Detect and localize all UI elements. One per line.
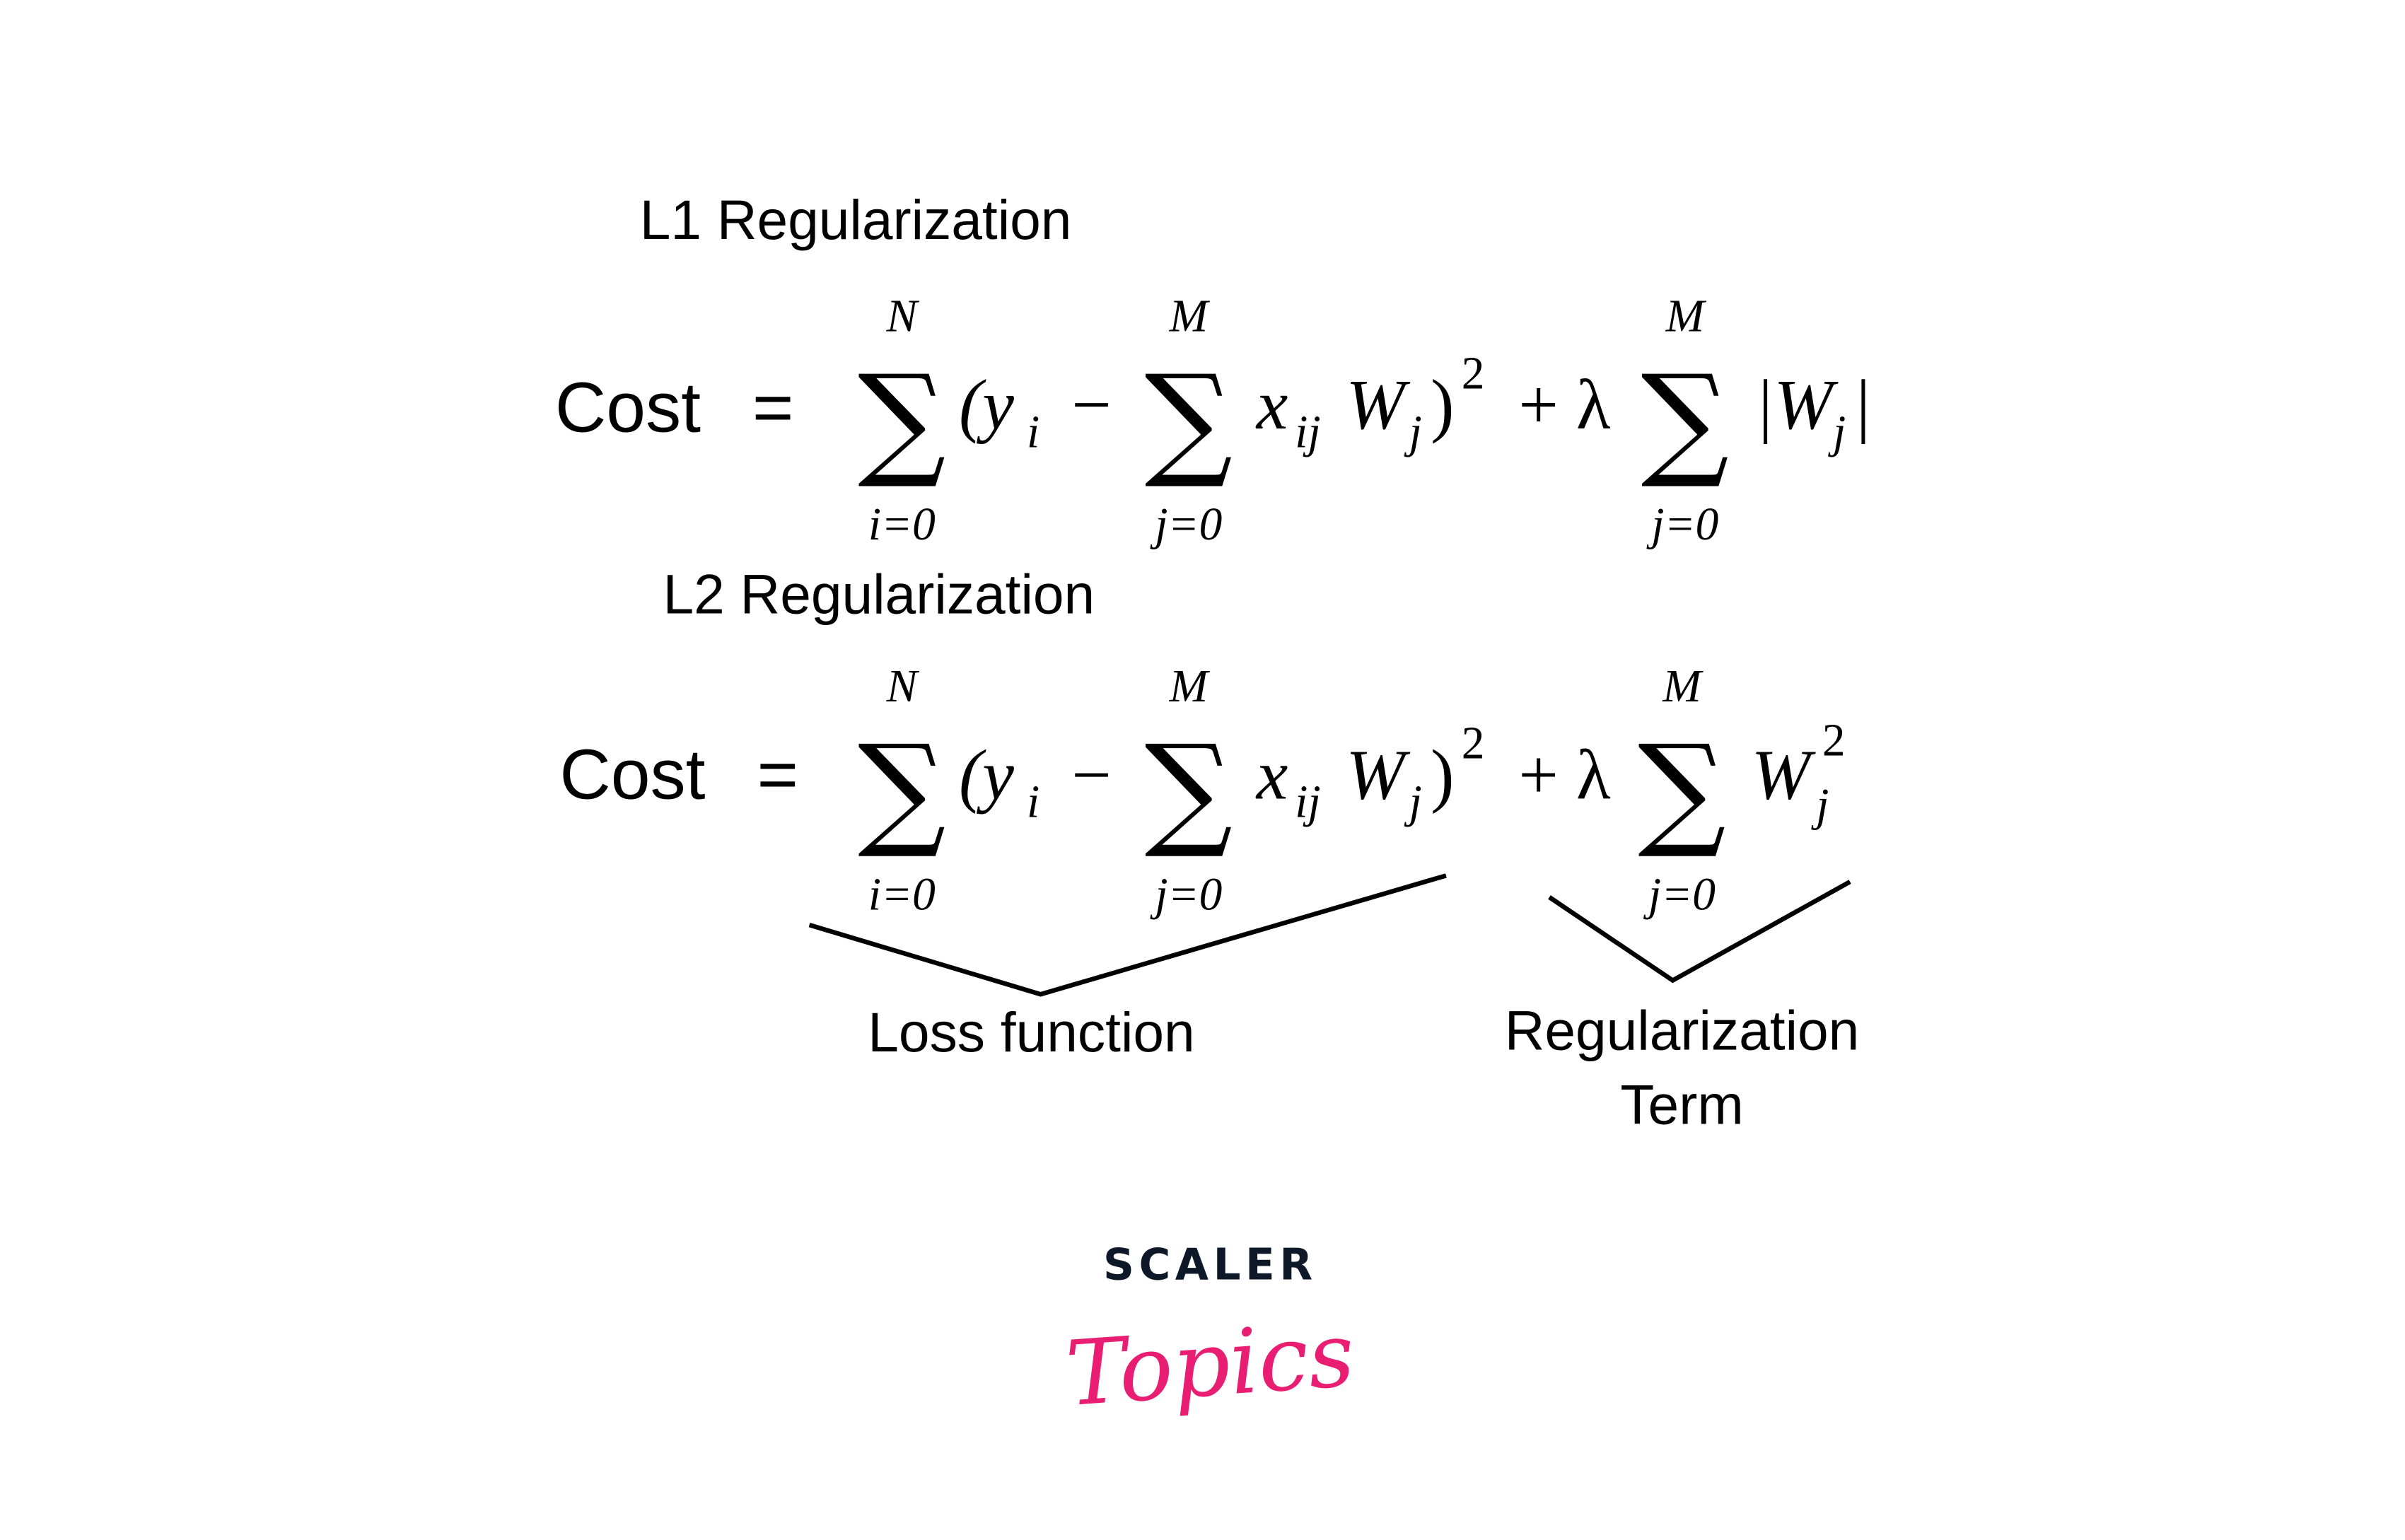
loss-function-label: Loss function [868,1001,1194,1063]
l1-equation: L1 Regularization Cost = ∑ N i=0 (y i − … [555,189,1870,550]
subscript: i [1027,776,1040,827]
sum-symbol: ∑ [1638,718,1726,862]
y-term: (y [959,366,1014,444]
regularization-term-label: Regularization [1505,1000,1860,1062]
l2-equation: L2 Regularization Cost = ∑ N i=0 (y i − … [559,564,1845,921]
sum-lower: j=0 [1150,869,1222,920]
abs-w-term: |W [1754,366,1839,444]
plus-lambda: + λ [1518,366,1611,444]
minus-sign: − [1071,735,1112,814]
abs-close: | [1856,366,1870,444]
loss-bracket [808,873,1447,997]
superscript: 2 [1462,348,1485,399]
subscript: i [1027,407,1040,457]
l1-title: L1 Regularization [640,189,1072,251]
sum-symbol: ∑ [1145,718,1233,862]
minus-sign: − [1071,366,1112,444]
close-paren: ) [1431,366,1454,444]
sum-upper: M [1169,291,1211,342]
sum-upper: M [1169,661,1211,712]
regularization-bracket [1548,880,1851,984]
w-term: W [1346,735,1411,814]
subscript: j [1404,407,1422,457]
w-term: W [1346,366,1411,444]
y-term: (y [959,735,1014,814]
sum-symbol: ∑ [858,718,946,862]
sum-symbol: ∑ [858,349,946,492]
regularization-term-label-line2: Term [1620,1073,1743,1136]
x-term: x [1255,366,1288,444]
sum-lower: j=0 [1646,499,1718,550]
sum-upper: N [886,291,920,342]
cost-label: Cost [555,368,701,447]
sum-lower: i=0 [868,869,936,920]
x-term: x [1255,735,1288,814]
sum-lower: j=0 [1150,499,1222,550]
equals-sign: = [757,735,798,814]
l2-title: L2 Regularization [663,564,1095,626]
sum-upper: N [886,661,920,712]
superscript: 2 [1462,718,1485,769]
superscript: 2 [1822,715,1846,766]
sum-upper: M [1665,291,1707,342]
cost-label: Cost [559,735,705,814]
scaler-topics-logo: SCALER Topics [1063,1240,1358,1427]
sum-lower: i=0 [868,499,936,550]
subscript: ij [1295,776,1320,827]
sum-symbol: ∑ [1641,349,1730,492]
w-squared-term: W [1752,735,1817,814]
subscript: ij [1295,407,1320,457]
logo-topics-text: Topics [1063,1302,1358,1426]
sum-symbol: ∑ [1145,349,1233,492]
close-paren: ) [1431,735,1454,814]
equals-sign: = [752,368,794,447]
plus-lambda: + λ [1518,735,1611,814]
subscript: j [1404,776,1422,827]
logo-scaler-text: SCALER [1103,1240,1317,1290]
sum-upper: M [1662,661,1704,712]
subscript: j [1811,780,1829,831]
sum-lower: j=0 [1643,869,1716,920]
